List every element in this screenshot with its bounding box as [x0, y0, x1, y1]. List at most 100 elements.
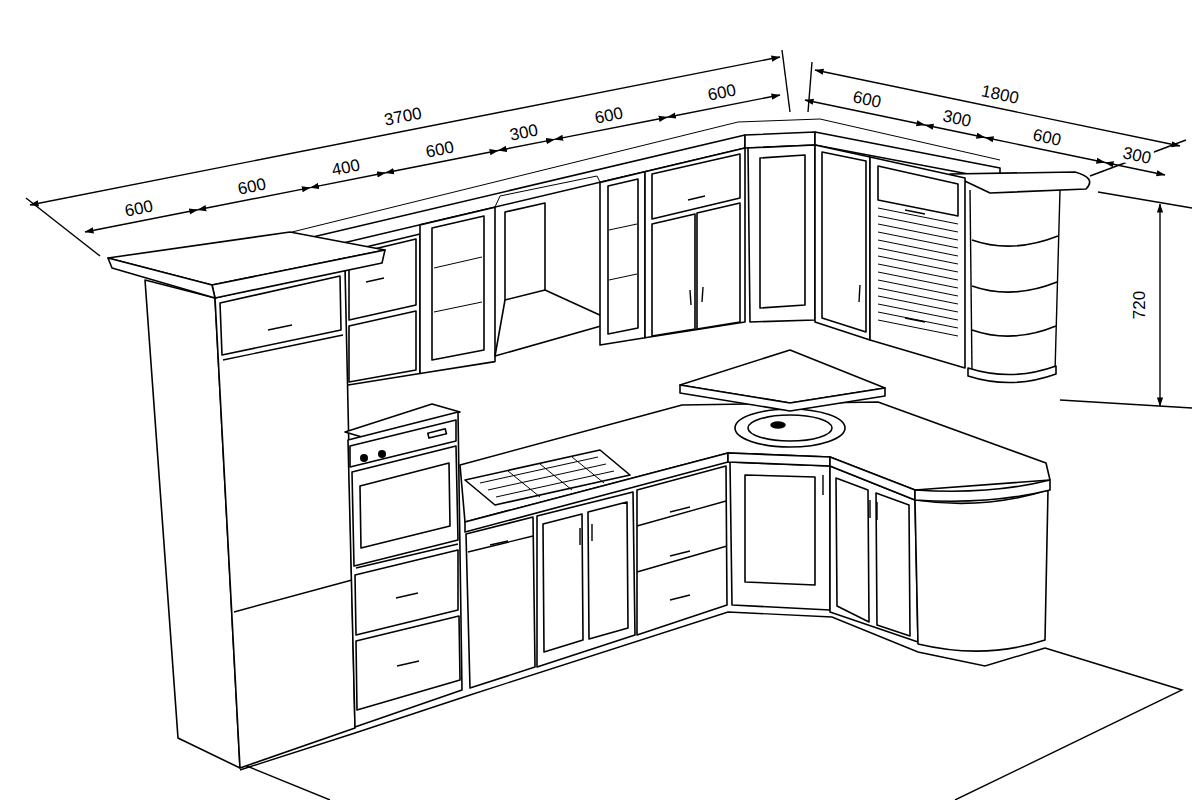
base-cabinet: [637, 546, 727, 572]
base-cabinet: [240, 612, 1045, 770]
base-cabinet: [670, 595, 690, 600]
dimension-label: 400: [328, 156, 363, 180]
wall-cabinet: [697, 203, 740, 329]
wall-cabinet: [505, 203, 545, 302]
oven-cabinet: [345, 404, 462, 727]
wall-cabinet: [878, 208, 958, 336]
corner-shelf-unit: [970, 190, 972, 372]
base-cabinet: [637, 466, 727, 635]
oven-cabinet: [396, 593, 418, 598]
wall-cabinet: [495, 290, 615, 356]
wall-cabinet: [600, 172, 645, 345]
dimension-label: 600: [591, 104, 626, 128]
wall-cabinet: [822, 152, 866, 332]
wall-cabinet: [495, 176, 600, 207]
base-cabinet: [745, 475, 815, 585]
wall-cabinet: [349, 311, 416, 382]
base-cabinet: [466, 517, 535, 688]
wall-cabinet: [609, 274, 637, 280]
sink: [771, 422, 785, 428]
gas-hob: [465, 450, 630, 505]
wall-cabinet: [688, 196, 705, 200]
corner-shelf: [680, 385, 885, 411]
corner-shelf-unit: [968, 190, 1060, 383]
base-cabinet: [822, 475, 823, 495]
base-cabinet: [588, 502, 628, 639]
base-cabinet: [468, 536, 533, 552]
base-cabinet: [876, 493, 910, 636]
dimension-label: 720: [1131, 289, 1149, 321]
wall-cabinet: [760, 155, 805, 308]
dimension-label: 600: [704, 81, 739, 105]
gas-hob: [480, 457, 614, 497]
base-cabinet: [579, 528, 580, 545]
wall-cabinet: [905, 318, 925, 322]
tall-cabinet: [223, 335, 343, 360]
tall-cabinet: [108, 258, 215, 298]
tall-cabinet: [215, 268, 355, 768]
base-cabinet: [490, 541, 508, 545]
corner-shelf-unit: [1055, 190, 1060, 372]
base-cabinet: [730, 462, 830, 610]
wall-cabinet: [345, 145, 965, 386]
wall-cabinet: [878, 166, 958, 216]
dimension-label: 1800: [978, 82, 1023, 108]
corner-shelf-unit: [972, 236, 1058, 246]
wall-cabinet: [859, 285, 860, 302]
worktop: [728, 453, 830, 466]
base-cabinet: [836, 478, 869, 622]
oven-cabinet: [356, 616, 460, 710]
corner-shelf: [680, 350, 885, 411]
oven-cabinet: [348, 412, 462, 727]
corner-shelf-unit: [968, 366, 1056, 383]
corner-shelf-unit: [972, 282, 1057, 292]
sink: [735, 409, 845, 447]
dimension-label: 300: [506, 121, 541, 145]
wall-cabinet: [702, 287, 703, 302]
wall-cabinet: [748, 145, 815, 322]
dimension-line: [26, 198, 100, 256]
dimension-label: 300: [1119, 144, 1154, 168]
dimension-label: 600: [234, 175, 269, 199]
dimension-label: 300: [939, 107, 974, 131]
wall-cabinet: [434, 302, 482, 312]
base-cabinet: [543, 514, 583, 652]
dimension-line: [782, 50, 790, 112]
worktop: [460, 402, 1050, 532]
dimension-label: 3700: [381, 104, 425, 130]
dimension-line: [1159, 204, 1160, 406]
base-cabinet: [240, 462, 1048, 770]
oven-cabinet: [360, 463, 450, 548]
tall-cabinet: [268, 325, 292, 330]
cornice: [950, 172, 1090, 193]
dimension-line: [1098, 192, 1192, 208]
wall-cabinet: [652, 214, 695, 336]
sink: [748, 415, 832, 441]
wall-cabinet: [690, 290, 691, 305]
wall-cabinet: [432, 216, 484, 360]
base-cabinet: [537, 492, 635, 667]
wall-cabinet: [905, 210, 925, 214]
oven-cabinet: [360, 454, 368, 462]
dimension-label: 600: [849, 88, 884, 112]
base-cabinet: [637, 501, 726, 526]
wall-cabinet: [645, 148, 745, 338]
wall-cabinet: [870, 157, 965, 368]
wall-cabinet: [609, 224, 637, 230]
sink: [735, 409, 845, 447]
base-cabinet: [670, 507, 690, 512]
base-cabinet: [876, 502, 877, 520]
wall-cabinet: [608, 179, 638, 334]
dimension-label: 600: [422, 138, 457, 162]
wall-cabinet: [434, 257, 482, 268]
oven-cabinet: [397, 661, 419, 666]
corner-shelf-unit: [972, 326, 1056, 336]
gas-hob: [465, 450, 630, 505]
dimension-label: 600: [121, 197, 156, 221]
base-cabinet: [670, 551, 690, 556]
tall-cabinet: [108, 232, 385, 768]
base-cabinet: [591, 524, 592, 541]
base-cabinet: [869, 500, 870, 518]
